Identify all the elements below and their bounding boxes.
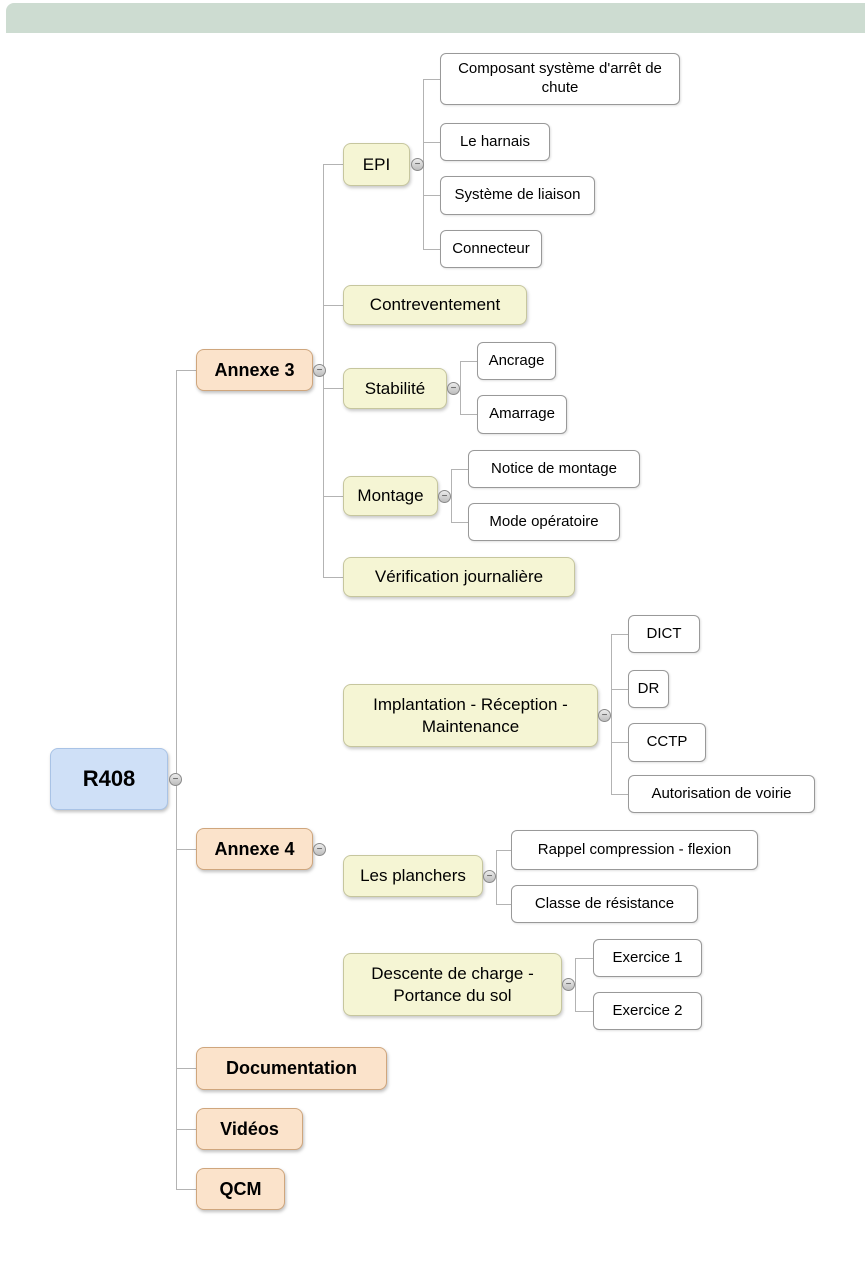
connector-line [323,496,343,497]
mindmap-node-le-harnais[interactable]: Le harnais [440,123,550,161]
mindmap-node-autorisation-de-voirie[interactable]: Autorisation de voirie [628,775,815,813]
mindmap-node-classe-de-resistance[interactable]: Classe de résistance [511,885,698,923]
connector-line [323,388,343,389]
mindmap-node-verification-journaliere[interactable]: Vérification journalière [343,557,575,597]
mindmap-node-implantation-reception-maintenance[interactable]: Implantation - Réception - Maintenance [343,684,598,747]
collapse-button-annexe-4[interactable]: − [313,843,326,856]
connector-line [460,361,477,362]
connector-line [323,164,343,165]
mindmap-node-contreventement[interactable]: Contreventement [343,285,527,325]
connector-line [496,904,511,905]
mindmap-node-exercice-1[interactable]: Exercice 1 [593,939,702,977]
connector-line [460,361,461,414]
collapse-button-les-planchers[interactable]: − [483,870,496,883]
mindmap-node-videos[interactable]: Vidéos [196,1108,303,1150]
connector-line [575,958,593,959]
mindmap-node-documentation[interactable]: Documentation [196,1047,387,1090]
mindmap-node-annexe-3[interactable]: Annexe 3 [196,349,313,391]
connector-line [496,850,511,851]
mindmap-node-composant-systeme-arret-chute[interactable]: Composant système d'arrêt de chute [440,53,680,105]
connector-line [451,522,468,523]
mindmap-node-dict[interactable]: DICT [628,615,700,653]
connector-line [323,577,343,578]
connector-line [423,249,440,250]
mindmap-node-mode-operatoire[interactable]: Mode opératoire [468,503,620,541]
connector-line [423,79,440,80]
collapse-button-epi[interactable]: − [411,158,424,171]
collapse-button-stabilite[interactable]: − [447,382,460,395]
mindmap-node-r408[interactable]: R408 [50,748,168,810]
mindmap-node-montage[interactable]: Montage [343,476,438,516]
connector-line [323,305,343,306]
connector-line [611,634,628,635]
mindmap-node-ancrage[interactable]: Ancrage [477,342,556,380]
mindmap-node-qcm[interactable]: QCM [196,1168,285,1210]
mindmap-node-descente-de-charge[interactable]: Descente de charge - Portance du sol [343,953,562,1016]
connector-line [611,689,628,690]
mindmap-node-cctp[interactable]: CCTP [628,723,706,762]
collapse-button-descente[interactable]: − [562,978,575,991]
mindmap-node-amarrage[interactable]: Amarrage [477,395,567,434]
connector-line [423,195,440,196]
connector-line [423,142,440,143]
top-bar [6,3,865,33]
connector-line [451,469,452,522]
mindmap-node-exercice-2[interactable]: Exercice 2 [593,992,702,1030]
mindmap-node-notice-de-montage[interactable]: Notice de montage [468,450,640,488]
collapse-button-implantation[interactable]: − [598,709,611,722]
collapse-button-r408[interactable]: − [169,773,182,786]
mindmap-node-connecteur[interactable]: Connecteur [440,230,542,268]
mindmap-node-stabilite[interactable]: Stabilité [343,368,447,409]
mindmap-node-les-planchers[interactable]: Les planchers [343,855,483,897]
connector-line [611,634,612,794]
collapse-button-montage[interactable]: − [438,490,451,503]
connector-line [575,1011,593,1012]
connector-line [575,958,576,1011]
collapse-button-annexe-3[interactable]: − [313,364,326,377]
connector-line [496,850,497,904]
mindmap-node-rappel-compression-flexion[interactable]: Rappel compression - flexion [511,830,758,870]
connector-line [460,414,477,415]
connector-line [176,1189,196,1190]
connector-line [176,1068,196,1069]
connector-line [451,469,468,470]
connector-line [176,370,196,371]
mindmap-node-annexe-4[interactable]: Annexe 4 [196,828,313,870]
connector-line [611,742,628,743]
mindmap-node-epi[interactable]: EPI [343,143,410,186]
mindmap-node-systeme-de-liaison[interactable]: Système de liaison [440,176,595,215]
connector-line [176,1129,196,1130]
connector-line [176,849,196,850]
connector-line [611,794,628,795]
mindmap-node-dr[interactable]: DR [628,670,669,708]
